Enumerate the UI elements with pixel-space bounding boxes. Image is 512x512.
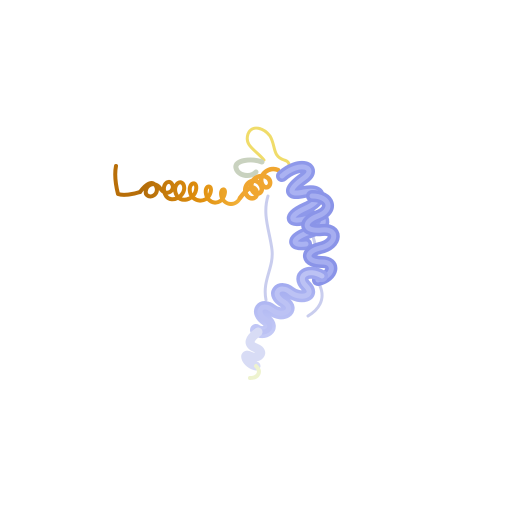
helix-right [301,190,340,286]
top-loop [233,126,291,178]
helix-tail [241,327,266,380]
orange-tail [113,164,281,206]
helix-lower [250,266,328,339]
